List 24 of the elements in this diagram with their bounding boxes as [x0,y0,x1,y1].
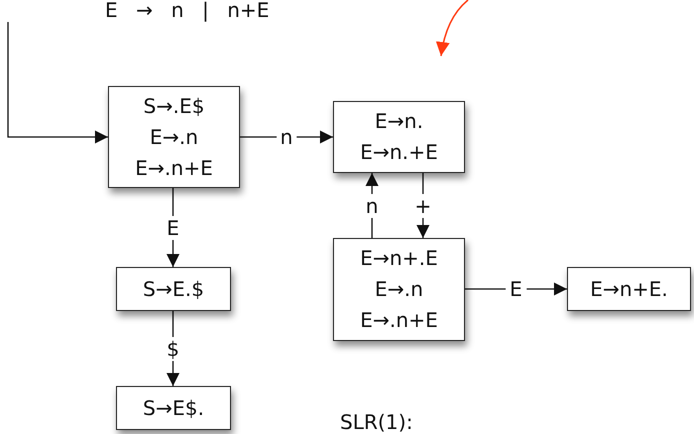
lr-item: E→n+E. [590,276,668,302]
arrow [7,22,108,144]
arrow [240,130,333,144]
lr-item: E→n+.E [360,245,438,272]
lr-item: E→n. [374,108,424,135]
lr-item: S→E.$ [142,276,204,302]
state-box [116,386,231,430]
lr-item: E→.n [374,276,424,303]
state-box [116,267,231,311]
note-text: SLR(1): [340,410,413,434]
state-box [333,238,465,341]
state-box [333,101,465,173]
arrow [366,173,378,238]
state-box [108,86,240,188]
lr-item: E→.n+E [135,154,213,182]
state-box [567,267,691,311]
arrow [166,188,180,267]
lr-item: S→.E$ [143,92,205,120]
lr-item: E→.n+E [360,307,438,334]
lr-item: E→n.+E [360,139,438,166]
grammar-rule: E → n | n+E [105,0,270,22]
arrow [465,282,567,296]
lr-item: E→.n [150,124,198,150]
lr-item: S→E$. [142,394,204,422]
